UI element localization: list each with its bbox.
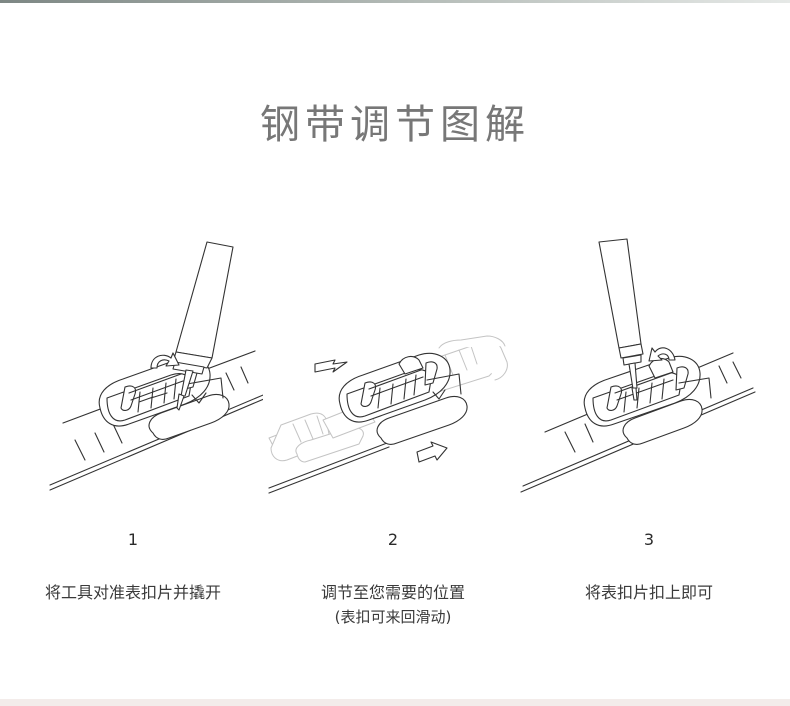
step-1-number: 1	[127, 530, 139, 549]
left-arrow-icon	[314, 359, 348, 373]
tool	[172, 241, 234, 411]
step-3-illustration	[520, 238, 756, 493]
right-arrow-icon	[416, 441, 448, 463]
curved-arrow-icon	[648, 347, 676, 362]
page-title: 钢带调节图解	[260, 102, 530, 148]
clasp-details	[128, 373, 224, 413]
step-2-caption-main: 调节至您需要的位置	[320, 583, 465, 602]
step-2-caption: 调节至您需要的位置 (表扣可来回滑动)	[263, 580, 523, 630]
step-2-number: 2	[387, 530, 399, 549]
bottom-accent-bar	[0, 699, 790, 706]
clasp-body	[583, 355, 703, 445]
tool	[598, 238, 644, 401]
clasp-details	[614, 372, 712, 413]
step-3-caption: 将表扣片扣上即可	[519, 580, 779, 605]
step-2-illustration	[268, 335, 508, 494]
step-2: 2 调节至您需要的位置 (表扣可来回滑动)	[263, 228, 523, 668]
top-accent-bar	[0, 0, 790, 3]
step-3-caption-main: 将表扣片扣上即可	[584, 583, 713, 602]
step-3: 3 将表扣片扣上即可	[519, 228, 779, 668]
step-1: 1 将工具对准表扣片并撬开	[3, 228, 263, 668]
step-1-illustration	[49, 241, 263, 491]
steps-diagram: 1 将工具对准表扣片并撬开	[0, 228, 790, 668]
step-3-number: 3	[643, 530, 655, 549]
step-1-caption-main: 将工具对准表扣片并撬开	[44, 583, 221, 602]
curved-arrow-icon	[150, 352, 180, 369]
clasp-details	[368, 369, 462, 409]
step-1-caption: 将工具对准表扣片并撬开	[3, 580, 263, 605]
step-2-caption-sub: (表扣可来回滑动)	[334, 608, 452, 626]
